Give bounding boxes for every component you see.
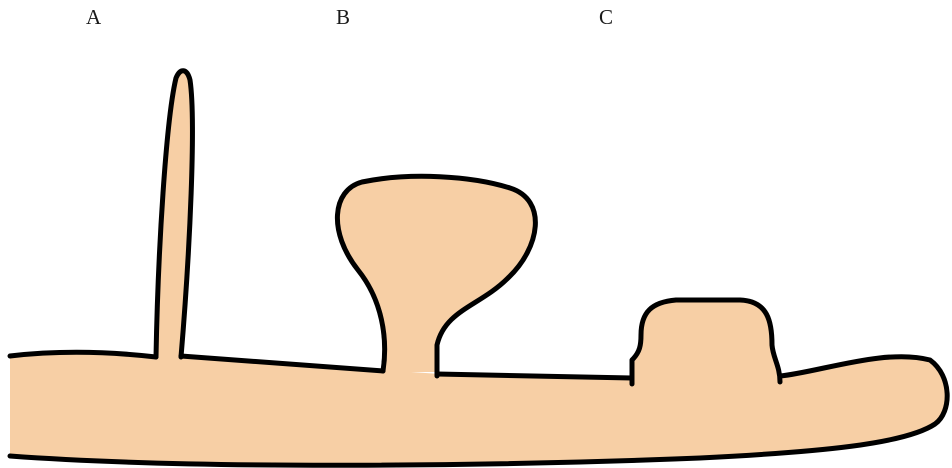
label-spine-b: B <box>336 7 350 28</box>
label-spine-c: C <box>599 7 613 28</box>
spine-c-stubby <box>632 300 780 380</box>
label-spine-a: A <box>86 7 101 28</box>
